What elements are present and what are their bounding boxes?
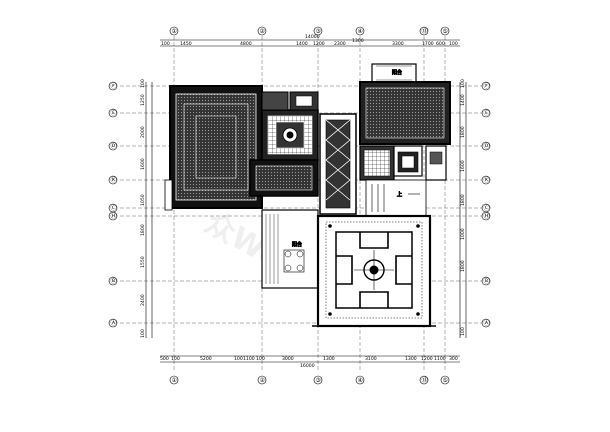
dim-left-4: 1050	[140, 194, 146, 206]
dim-bottom-0: 500	[160, 356, 169, 362]
dim-bottom-4: 1100	[243, 356, 255, 362]
dim-left-0: 100	[140, 79, 146, 88]
terrace	[261, 209, 319, 289]
axis-right-A: Ⓐ	[484, 319, 490, 327]
dim-top-2: 4800	[240, 41, 252, 47]
dimension-lines	[145, 39, 467, 363]
axis-bottom-3: ③	[316, 377, 321, 384]
dim-right-1: 1400	[460, 94, 466, 106]
dim-left-5: 1800	[140, 224, 146, 236]
axis-left-H: Ⓗ	[111, 212, 117, 220]
floor-plan: 上 阳台 阳台	[164, 63, 451, 328]
axis-left-A: Ⓐ	[111, 319, 117, 327]
dim-bottom-11: 1100	[434, 356, 446, 362]
bottom-dimension-text: 500 100 5200 100 1100 100 3000 1300 3100…	[160, 356, 458, 369]
bottom-axis-markers: ① ② ③ ④ ⑬ ⑤	[169, 375, 450, 385]
dim-right-6: 1800	[460, 260, 466, 272]
dim-bottom-7: 1300	[323, 356, 335, 362]
dim-top-5: 2300	[334, 41, 346, 47]
axis-top-4: ④	[358, 28, 363, 35]
axis-top-5: ⑤	[443, 28, 448, 35]
dim-left-7: 2400	[140, 294, 146, 306]
dim-left-3: 1600	[140, 158, 146, 170]
axis-bottom-2: ②	[260, 377, 266, 384]
axis-left-B: Ⓑ	[111, 277, 117, 285]
dim-right-5: 1000	[460, 228, 466, 240]
dim-left-6: 1550	[140, 256, 146, 268]
axis-right-K: Ⓚ	[484, 176, 490, 184]
axis-left-C: Ⓒ	[111, 204, 117, 212]
dim-bottom-5: 100	[256, 356, 265, 362]
dim-bottom-8: 3100	[365, 356, 377, 362]
dim-bottom-10: 1200	[421, 356, 433, 362]
axis-right-D: Ⓓ	[484, 142, 490, 150]
dim-right-3: 1600	[460, 160, 466, 172]
dim-top-0: 100	[161, 41, 170, 47]
axis-bottom-5: ⑤	[443, 377, 448, 384]
axis-right-F: Ⓕ	[484, 82, 490, 90]
dim-bottom-3: 100	[234, 356, 243, 362]
left-dimension-text: 100 1250 2000 1600 1050 1800 1550 2400 1…	[140, 79, 146, 338]
dim-bottom-12: 300	[449, 356, 458, 362]
dim-right-2: 1800	[460, 126, 466, 138]
dim-left-8: 100	[140, 329, 146, 338]
axis-left-D: Ⓓ	[111, 142, 117, 150]
terrace-label: 阳台	[292, 241, 302, 248]
dim-bottom-9: 1300	[405, 356, 417, 362]
dim-top-9: 600	[436, 41, 445, 47]
dim-bottom-2: 5200	[200, 356, 212, 362]
dim-left-1: 1250	[140, 94, 146, 106]
dim-top-10: 100	[449, 41, 458, 47]
axis-bottom-4: ④	[358, 377, 363, 384]
axis-left-K: Ⓚ	[111, 176, 117, 184]
axis-bottom-13: ⑬	[422, 376, 428, 384]
axis-right-E: Ⓔ	[484, 109, 490, 117]
top-axis-markers: ① ② ③ ④ ⑬ ⑤	[169, 26, 450, 36]
axis-bottom-1: ①	[172, 377, 177, 384]
dim-right-7: 100	[460, 327, 466, 336]
dim-bottom-1: 100	[171, 356, 180, 362]
axis-top-3: ③	[316, 28, 321, 35]
stair-area	[365, 179, 427, 217]
stair-label: 上	[397, 191, 402, 198]
axis-left-F: Ⓕ	[111, 82, 117, 90]
dim-top-7: 3300	[392, 41, 404, 47]
dim-top-8: 1700	[422, 41, 434, 47]
dim-top-6: 1300	[352, 38, 364, 44]
axis-right-B: Ⓑ	[484, 277, 490, 285]
dim-top-total: 14000	[305, 34, 320, 40]
dim-top-1: 1450	[180, 41, 192, 47]
axis-right-H: Ⓗ	[484, 212, 490, 220]
dim-top-4: 1200	[313, 41, 325, 47]
dim-right-0: 100	[460, 79, 466, 88]
axis-right-C: Ⓒ	[484, 204, 490, 212]
axis-top-13: ⑬	[422, 27, 428, 35]
right-dimension-text: 100 1400 1800 1600 1800 1000 1800 100	[460, 79, 466, 336]
axis-top-1: ①	[172, 28, 177, 35]
dim-left-2: 2000	[140, 126, 146, 138]
axis-top-2: ②	[260, 28, 266, 35]
dim-bottom-total: 16000	[300, 363, 315, 369]
balcony-top-label: 阳台	[392, 69, 402, 76]
dim-right-4: 1800	[460, 194, 466, 206]
axis-left-E: Ⓔ	[111, 109, 117, 117]
dim-top-3: 1400	[296, 41, 308, 47]
right-axis-markers: Ⓕ Ⓔ Ⓓ Ⓚ Ⓒ Ⓗ Ⓑ Ⓐ	[481, 81, 491, 328]
dim-bottom-6: 3000	[282, 356, 294, 362]
top-dimension-text: 14000 100 1450 4800 1400 1200 2300 1300 …	[161, 34, 458, 47]
left-axis-markers: Ⓕ Ⓔ Ⓓ Ⓚ Ⓒ Ⓗ Ⓑ Ⓐ	[108, 81, 118, 328]
